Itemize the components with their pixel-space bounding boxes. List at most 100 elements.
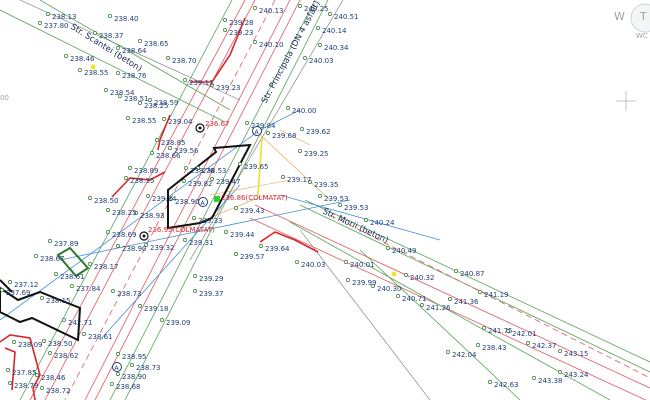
elevation-label: 238.70 <box>172 57 197 65</box>
survey-point-icon <box>169 197 173 201</box>
survey-point-icon <box>111 289 115 293</box>
elevation-label: 240.00 <box>292 107 317 115</box>
elevation-label: 240.03 <box>309 57 334 65</box>
elevation-label: 238.51 <box>124 95 149 103</box>
elevation-label: 238.90 <box>122 245 147 253</box>
elevation-label: 239.04 <box>168 118 193 126</box>
survey-point-icon <box>192 216 196 220</box>
elevation-label: 238.25 <box>112 209 137 217</box>
elevation-label: 238.68 <box>116 383 141 391</box>
elevation-label: 239.47 <box>216 178 241 186</box>
survey-point-icon <box>488 380 492 384</box>
elevation-label: 238.95 <box>122 353 147 361</box>
svg-text:A: A <box>201 200 206 207</box>
elevation-label: 238.79 <box>14 382 39 390</box>
elevation-label: 239.65 <box>244 163 269 171</box>
elevation-label: 239.99 <box>352 279 377 287</box>
elevation-label: 238.09 <box>18 341 43 349</box>
road-morii-lines <box>249 199 650 400</box>
viewcube-widget[interactable]: W T WC <box>614 3 650 40</box>
elevation-label: 239.29 <box>199 275 224 283</box>
survey-point-icon <box>286 106 290 110</box>
elevation-label: 239.82 <box>188 180 213 188</box>
elevation-label: 239.57 <box>240 253 265 261</box>
elevation-label: 243.38 <box>538 377 563 385</box>
survey-point-icon <box>64 54 68 58</box>
elevation-label: 239.44 <box>230 231 255 239</box>
elevation-label: 239.68 <box>272 132 297 140</box>
elevation-label: 239.31 <box>189 239 214 247</box>
survey-point-icon <box>124 176 128 180</box>
elevation-label: 239.23 <box>216 84 241 92</box>
elevation-label: 240.03 <box>301 261 326 269</box>
elevation-label: 241.19 <box>484 291 509 299</box>
elevation-label: 240.87 <box>460 270 485 278</box>
elevation-label: 238.43 <box>482 344 507 352</box>
survey-point-icon <box>42 339 46 343</box>
survey-point-icon <box>328 12 332 16</box>
elevation-label: 243.24 <box>564 371 589 379</box>
survey-point-icon <box>420 303 424 307</box>
elevation-label: 237.84 <box>76 285 101 293</box>
survey-point-icon <box>150 151 154 155</box>
elevation-label: 238.76 <box>190 167 215 175</box>
elevation-label: 239.11 <box>189 79 214 87</box>
survey-point-icon <box>295 260 299 264</box>
well-icon <box>195 123 205 133</box>
survey-point-icon <box>38 21 42 25</box>
elevation-label: 239.09 <box>166 319 191 327</box>
elevation-label: 238.13 <box>52 13 77 21</box>
elevation-label: 238.90 <box>175 198 200 206</box>
elevation-label: 239.62 <box>306 128 331 136</box>
crosshair-cursor-icon <box>616 91 636 111</box>
survey-point-icon <box>160 318 164 322</box>
survey-point-icon <box>130 363 134 367</box>
survey-point-icon <box>88 262 92 266</box>
elevation-label: 238.65 <box>144 40 169 48</box>
survey-point-icon <box>223 18 227 22</box>
survey-points <box>0 4 562 390</box>
elevation-label: 239.17 <box>287 176 312 184</box>
survey-point-icon <box>300 127 304 131</box>
manhole-icon: A <box>252 126 262 136</box>
survey-point-icon <box>126 116 130 120</box>
survey-point-icon <box>210 83 214 87</box>
well-icon <box>139 231 149 241</box>
survey-point-icon <box>62 318 66 322</box>
survey-point-icon <box>35 373 39 377</box>
elevation-label: 238.73 <box>117 290 142 298</box>
survey-point-icon <box>48 239 52 243</box>
survey-point-icon <box>116 244 120 248</box>
manhole-icon: A <box>198 197 208 207</box>
utility-lines <box>0 109 441 341</box>
elevation-label: 238.50 <box>94 197 119 205</box>
survey-point-icon <box>346 278 350 282</box>
red-label-236-95: 236.95(COLMATAT) <box>148 226 215 234</box>
survey-point-icon <box>234 252 238 256</box>
survey-point-icon <box>476 343 480 347</box>
survey-point-icon <box>238 162 242 166</box>
elevation-label: 239.43 <box>240 207 265 215</box>
survey-point-icon <box>223 28 227 32</box>
elevation-label: 242.37 <box>532 342 557 350</box>
survey-point-icon <box>196 166 200 170</box>
elevation-label: 237.89 <box>54 240 79 248</box>
survey-point-icon <box>298 149 302 153</box>
survey-point-icon <box>78 68 82 72</box>
elevation-label: 240.24 <box>370 219 395 227</box>
survey-point-icon <box>184 166 188 170</box>
elevation-label: 238.55 <box>84 69 109 77</box>
survey-point-icon <box>532 376 536 380</box>
road-label-principala: Str. Principala (DN 4 asfalt) <box>260 0 323 105</box>
elevation-label: 238.25 <box>144 102 169 110</box>
elevation-label: 239.53 <box>344 204 369 212</box>
yellow-feature <box>257 137 263 196</box>
survey-point-icon <box>155 138 159 142</box>
elevation-label: 239.18 <box>144 305 169 313</box>
elevation-label: 239.33 <box>198 217 223 225</box>
survey-point-icon <box>253 40 257 44</box>
survey-point-icon <box>70 284 74 288</box>
survey-point-icon <box>266 131 270 135</box>
